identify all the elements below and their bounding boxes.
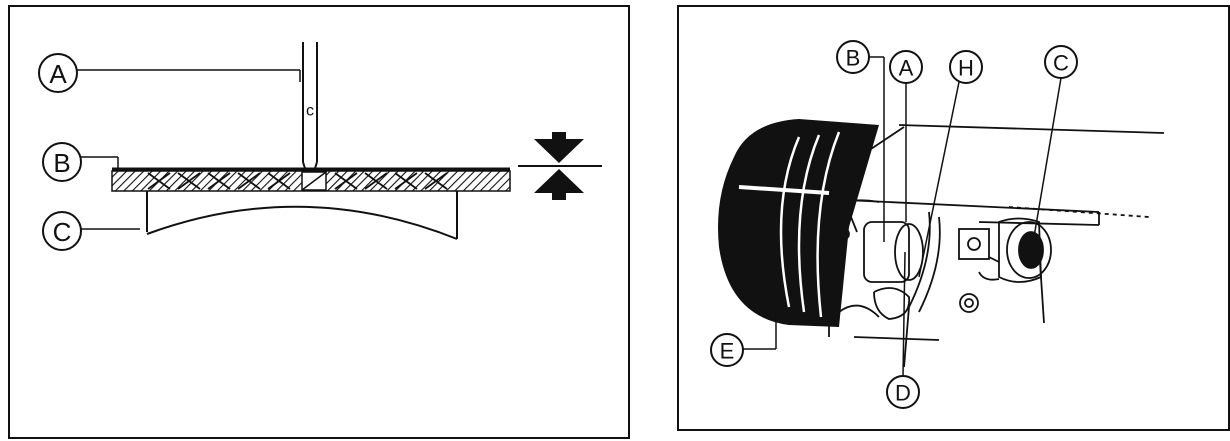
left-diagram-panel: c <box>8 5 630 439</box>
callout-a: A <box>889 50 923 222</box>
level-arrows-icon <box>518 132 602 200</box>
needle: c <box>302 42 318 176</box>
handwheel <box>718 119 879 327</box>
svg-text:A: A <box>49 59 67 89</box>
svg-text:B: B <box>846 46 861 71</box>
svg-text:C: C <box>1053 51 1069 76</box>
svg-text:C: C <box>53 217 72 247</box>
svg-text:B: B <box>53 148 70 178</box>
callout-e: E <box>710 307 777 367</box>
callout-b: B <box>836 40 885 242</box>
svg-text:H: H <box>958 56 974 81</box>
callout-a: A <box>38 53 301 93</box>
callout-d: D <box>886 251 920 409</box>
left-diagram: c <box>38 42 602 251</box>
svg-text:E: E <box>720 339 735 364</box>
hook-mechanism <box>836 210 1052 368</box>
right-diagram-panel: B A H C E D <box>677 5 1230 431</box>
callout-c: C <box>42 211 140 251</box>
needle-mark: c <box>306 103 314 120</box>
right-diagram: B A H C E D <box>710 40 1165 409</box>
feed-dog <box>146 191 458 240</box>
svg-text:D: D <box>895 381 911 406</box>
callout-b: B <box>42 142 119 182</box>
throat-plate <box>111 167 511 192</box>
machine-bed <box>823 124 1165 337</box>
callout-c: C <box>1033 45 1078 238</box>
callout-h: H <box>918 50 983 278</box>
svg-text:A: A <box>899 56 914 81</box>
